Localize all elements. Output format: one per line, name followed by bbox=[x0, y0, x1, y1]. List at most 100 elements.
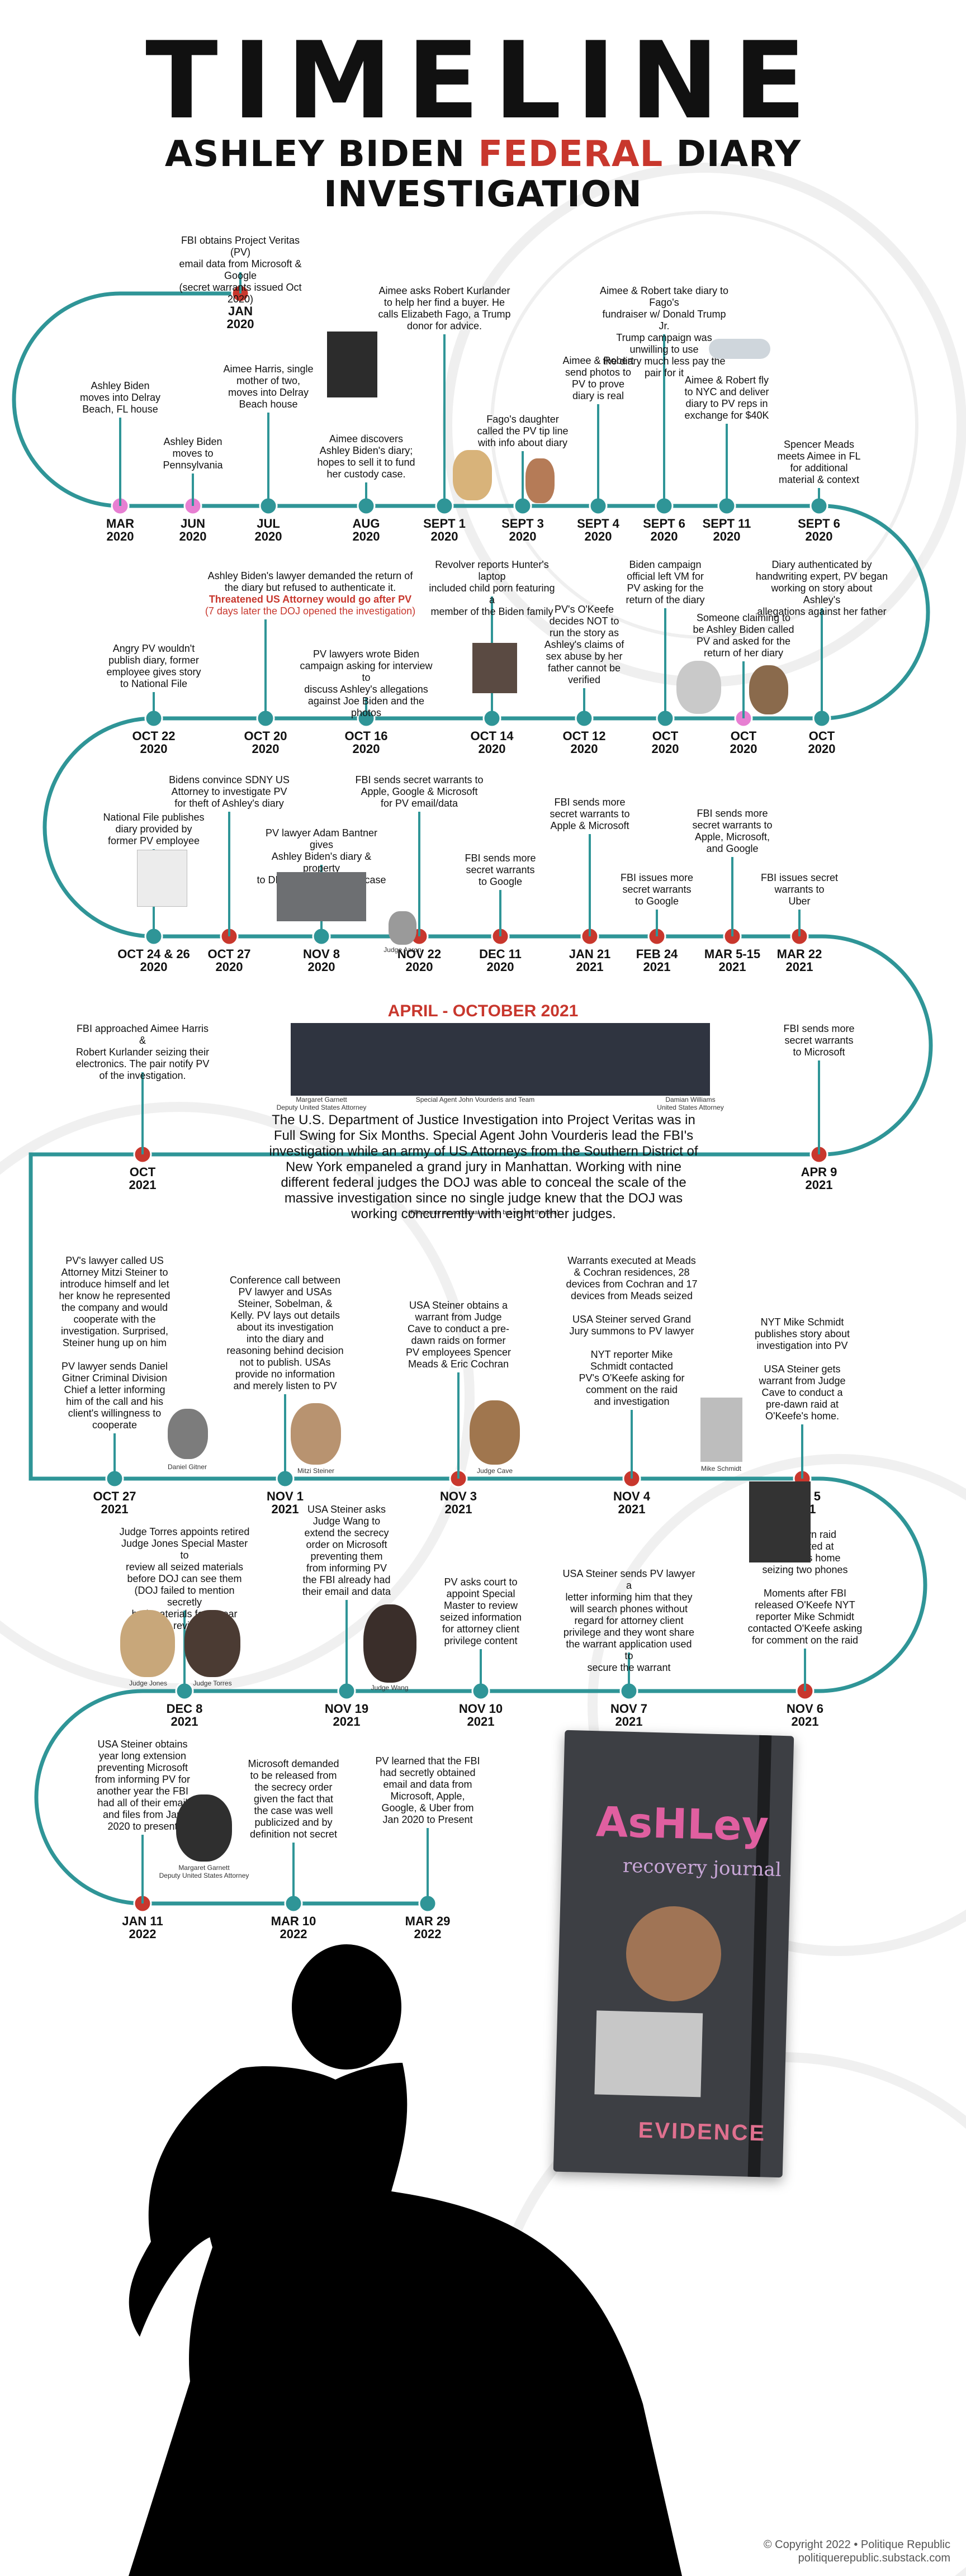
event-text-line: Attorney to investigate PV bbox=[171, 786, 287, 797]
photo-caption-line: Judge Cave bbox=[476, 1467, 513, 1475]
event-date-part: OCT bbox=[652, 729, 679, 743]
event-text-line: USA Steiner obtains a bbox=[409, 1300, 508, 1311]
event-text-line: given the fact that bbox=[253, 1793, 334, 1805]
event-text-line: FBI issues secret bbox=[760, 872, 839, 883]
event-date-part: JAN bbox=[228, 304, 253, 318]
event-text-line: FBI obtains Project Veritas (PV) bbox=[181, 235, 300, 258]
subtitle-pre: ASHLEY BIDEN bbox=[164, 134, 479, 175]
event-text-line: PV employees Spencer bbox=[405, 1347, 512, 1358]
event-text-line: definition not secret bbox=[249, 1829, 338, 1840]
event-date-part: OCT 14 bbox=[470, 729, 514, 743]
event-text-line: Microsoft, Apple, bbox=[390, 1791, 465, 1802]
event-text-line: moves to bbox=[172, 448, 214, 459]
event-text-line: 2020 to present bbox=[107, 1821, 178, 1832]
event-text-line: released O'Keefe NYT bbox=[755, 1599, 855, 1611]
event-text-line: FBI sends more bbox=[554, 797, 626, 808]
event-text-line: Master to review bbox=[443, 1600, 518, 1611]
photo-drpd-car bbox=[277, 872, 366, 921]
event-text-line: to be released from bbox=[250, 1770, 337, 1781]
photo-caption-line: Daniel Gitner bbox=[167, 1463, 207, 1471]
event-text-line: had secretly obtained bbox=[380, 1767, 476, 1778]
event-text-line: Beach, FL house bbox=[82, 404, 158, 415]
event-date-part: 2021 bbox=[171, 1715, 198, 1729]
recovery-journal-photo: AsHLey recovery journal EVIDENCE bbox=[553, 1730, 794, 2178]
event-text-line: be Ashley Biden called bbox=[693, 624, 794, 635]
event-text-line: secret warrants bbox=[622, 884, 692, 895]
event-date-part: 2020 bbox=[215, 960, 243, 974]
event-text-line: preventing Microsoft bbox=[97, 1762, 188, 1773]
event-text-line: devices from Cochran and 17 bbox=[566, 1278, 698, 1290]
event-text-line: Pennsylvania bbox=[163, 460, 223, 471]
event-text-line: and files from Jan bbox=[102, 1809, 183, 1820]
event-text-line: allegations against her father bbox=[757, 606, 887, 617]
event-text-line: official left VM for bbox=[627, 571, 704, 582]
event-date-part: 2020 bbox=[486, 960, 514, 974]
event-warning-note: (7 days later the DOJ opened the investi… bbox=[205, 605, 416, 617]
event-date-part: NOV 10 bbox=[458, 1702, 503, 1716]
event-text-line: Judge Wang to bbox=[312, 1516, 381, 1527]
event-text-line: calls Elizabeth Fago, a Trump bbox=[378, 309, 511, 320]
event-text-line: Robert Kurlander seizing their bbox=[75, 1046, 210, 1058]
event-text-line: her custody case. bbox=[326, 468, 406, 480]
event-text-line: Ashley Biden's lawyer demanded the retur… bbox=[207, 570, 413, 581]
event-text-line: Google, & Uber from bbox=[381, 1802, 474, 1813]
event-date-part: 2020 bbox=[226, 317, 254, 331]
event-date-part: 2020 bbox=[478, 742, 506, 756]
event-date-part: NOV 4 bbox=[613, 1489, 651, 1503]
photo-caption-line: Deputy United States Attorney bbox=[276, 1104, 367, 1111]
event-text-line: Schmidt contacted bbox=[590, 1361, 674, 1372]
event-text-line: PV's O'Keefe bbox=[555, 604, 614, 615]
event-text-line: moves into Delray bbox=[228, 387, 309, 398]
photo-fago-daughter bbox=[525, 458, 555, 503]
event-text-line: secret warrants bbox=[784, 1035, 854, 1046]
event-text-line: of the investigation. bbox=[99, 1070, 186, 1081]
event-date-part: 2021 bbox=[576, 960, 604, 974]
event-text-line: Apple & Microsoft bbox=[550, 820, 629, 831]
event-text-line: USA Steiner gets bbox=[764, 1363, 841, 1375]
subtitle-highlight: FEDERAL bbox=[478, 134, 664, 175]
event-text-line: member of the Biden family bbox=[430, 606, 553, 617]
event-text-line: Cave to conduct a bbox=[761, 1387, 843, 1398]
photo-caption: Special Agent John Vourderis and Team bbox=[414, 1096, 537, 1104]
event-text-line: discuss Ashley's allegations bbox=[304, 684, 428, 695]
event-text-line: for additional bbox=[790, 462, 848, 473]
event-date-part: DEC 8 bbox=[166, 1702, 203, 1716]
photo-airplane bbox=[709, 339, 770, 359]
event-text-line: publish diary, former bbox=[108, 655, 199, 666]
event-text-line: the case was well bbox=[254, 1805, 333, 1816]
event-text-line: investigation. Surprised, bbox=[60, 1325, 169, 1337]
photo-caption: Mike Schmidt bbox=[660, 1465, 783, 1472]
event-text-line: employee gives story bbox=[106, 666, 201, 678]
event-text-line: PV lawyer Adam Bantner gives bbox=[265, 827, 378, 850]
event-description: Warrants executed at Meads& Cochran resi… bbox=[565, 1255, 699, 1408]
event-text-line: her know he represented bbox=[59, 1290, 171, 1301]
event-date-part: OCT 22 bbox=[132, 729, 176, 743]
photo-steiner bbox=[291, 1403, 341, 1465]
event-text-line: with info about diary bbox=[477, 437, 568, 448]
journal-title: AsHLey bbox=[595, 1798, 769, 1851]
event-text-line: Meads & Eric Cochran bbox=[408, 1358, 509, 1370]
photo-caption-line: Deputy United States Attorney bbox=[159, 1872, 249, 1879]
event-date-part: NOV 3 bbox=[439, 1489, 477, 1503]
